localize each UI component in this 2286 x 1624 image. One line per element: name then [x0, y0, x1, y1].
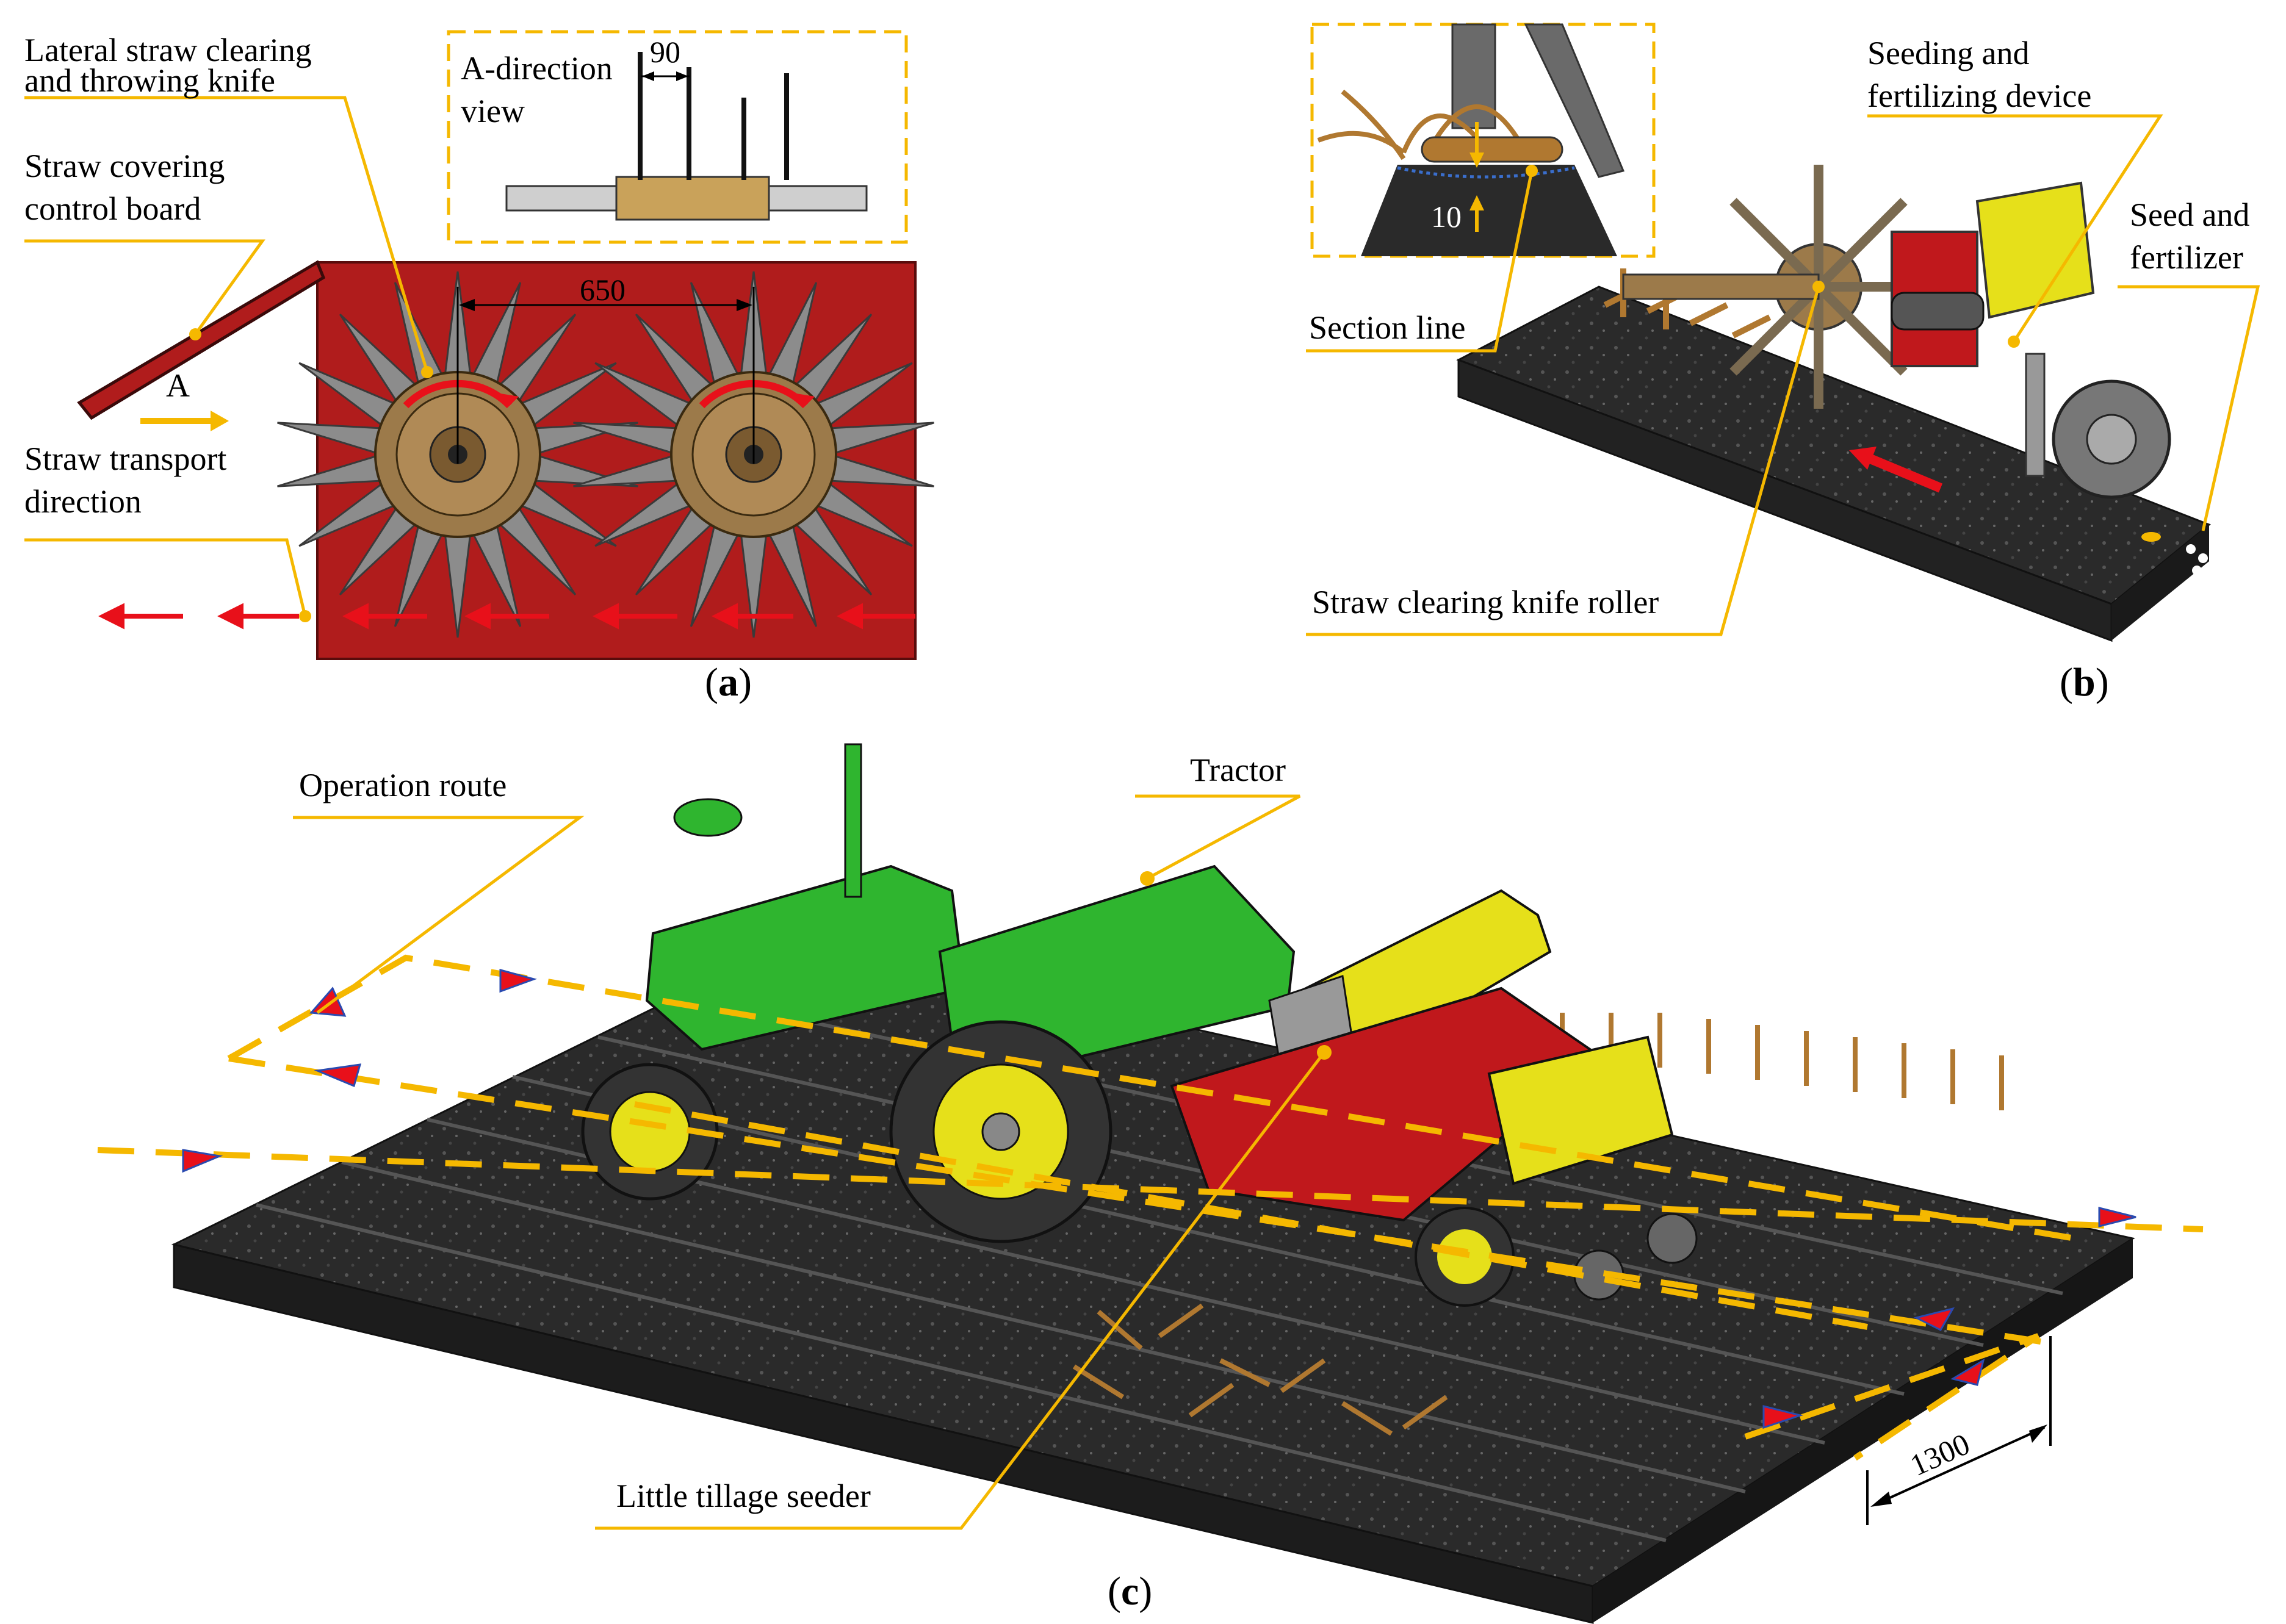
section-line-inset: 10	[1310, 23, 1656, 258]
straw-stubble	[1072, 1013, 2004, 1436]
panel-a-leaders	[24, 96, 429, 617]
caption-a: (a)	[705, 660, 752, 705]
label-device-2: fertilizing device	[1867, 77, 2091, 114]
dimension-650: 650	[456, 273, 755, 464]
caption-b: (b)	[2060, 660, 2109, 705]
straw-transport-arrows	[98, 603, 915, 630]
panel-a: A 650 90 A-direction view	[24, 30, 936, 705]
label-tractor: Tractor	[1190, 752, 1286, 788]
dimension-1300	[1866, 1336, 2052, 1525]
label-device-1: Seeding and	[1867, 35, 2029, 71]
label-section-line: Section line	[1309, 309, 1465, 346]
label-board-2: control board	[24, 190, 201, 227]
travel-direction-arrow	[1849, 447, 1943, 493]
panel-c-leaders	[293, 794, 1325, 1530]
label-knife-2-visible: and throwing knife	[24, 62, 275, 99]
label-transport-1: Straw transport	[24, 440, 226, 477]
label-board-1: Straw covering	[24, 148, 225, 184]
caption-c: (c)	[1108, 1569, 1152, 1614]
operation-route	[97, 954, 2204, 1461]
panel-c: 1300 Operation route Tractor Little till…	[97, 743, 2204, 1624]
label-knife-roller: Straw clearing knife roller	[1312, 584, 1659, 620]
panel-b: 10 Seeding and fertilizing device Seed a…	[1306, 23, 2260, 705]
view-marker-a: A	[166, 367, 190, 404]
little-tillage-seeder	[1170, 889, 1698, 1307]
a-direction-view-inset: 90 A-direction view	[447, 30, 908, 244]
a-direction-arrow: A	[140, 367, 229, 431]
straw-covering-control-board	[77, 260, 326, 420]
label-little-tillage-seeder: Little tillage seeder	[616, 1478, 871, 1514]
panel-b-leaders	[1306, 114, 2260, 636]
dimension-650-label: 650	[580, 273, 626, 307]
label-seed-1: Seed and	[2130, 196, 2249, 233]
dimension-10-label: 10	[1431, 199, 1462, 234]
seeding-fertilizing-device	[1891, 181, 2171, 499]
a-direction-view-label-1: A-direction	[461, 50, 613, 87]
dimension-90-label: 90	[650, 35, 680, 69]
label-operation-route: Operation route	[299, 767, 507, 803]
label-knife-1: Lateral straw clearing	[24, 32, 312, 68]
label-transport-2: direction	[24, 483, 142, 520]
route-arrows	[182, 969, 2136, 1429]
a-direction-view-label-2: view	[461, 93, 525, 129]
straw-clearing-knife-roller	[1622, 165, 1941, 409]
seed-fertilizer-dots	[2141, 532, 2208, 575]
label-seed-2: fertilizer	[2130, 239, 2243, 276]
